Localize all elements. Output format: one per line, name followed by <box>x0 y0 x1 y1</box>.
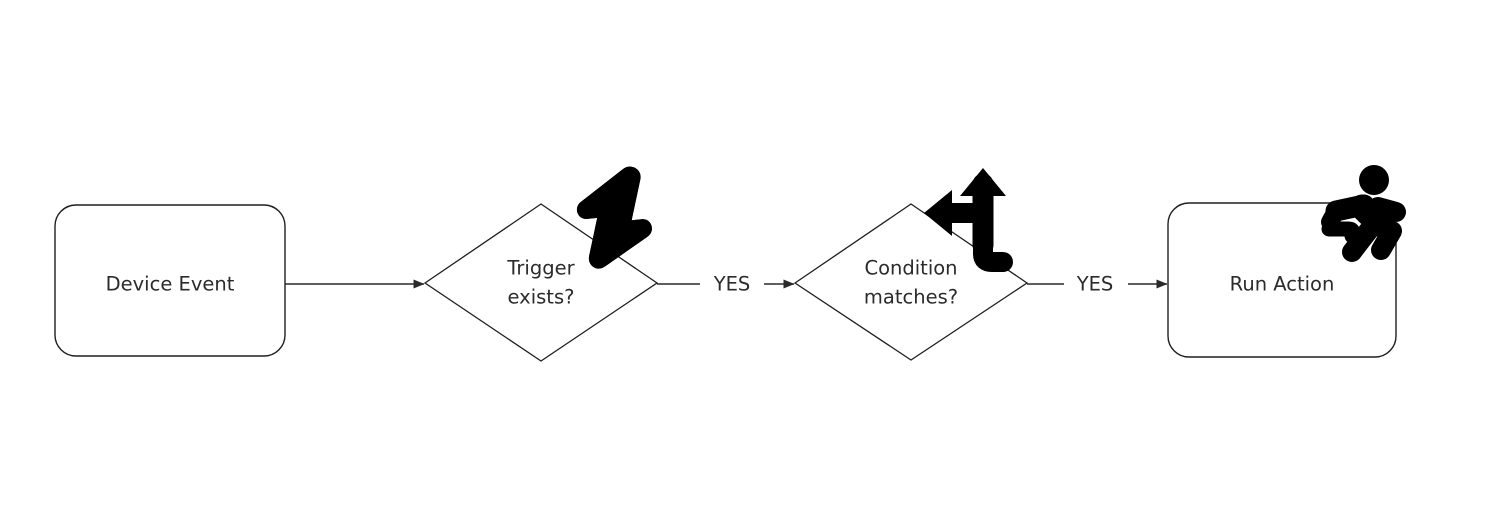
trigger-exists-label-line2: exists? <box>508 286 575 309</box>
edge-3-label-yes: YES <box>1076 273 1114 296</box>
running-person-icon <box>1321 165 1406 262</box>
run-action-box[interactable] <box>1167 202 1397 358</box>
device-event-box[interactable] <box>54 204 286 357</box>
node-trigger-exists[interactable]: Trigger exists? <box>423 165 659 362</box>
device-event-label: Device Event <box>106 273 235 296</box>
lightning-bolt-icon <box>576 166 652 269</box>
condition-matches-label-line1: Condition <box>864 257 957 280</box>
edge-2-label-yes: YES <box>713 273 751 296</box>
condition-matches-diamond[interactable] <box>793 203 1029 361</box>
trigger-exists-label-line1: Trigger <box>506 257 575 280</box>
node-condition-matches[interactable]: Condition matches? <box>793 168 1029 361</box>
trigger-exists-diamond[interactable] <box>423 203 659 362</box>
run-action-label: Run Action <box>1230 273 1335 296</box>
edge-condition-to-action: YES <box>1027 273 1168 296</box>
branch-arrows-icon <box>924 168 1013 272</box>
node-device-event[interactable]: Device Event <box>54 204 286 357</box>
condition-matches-label-line2: matches? <box>864 286 958 309</box>
node-run-action[interactable]: Run Action <box>1167 165 1406 358</box>
edge-trigger-to-condition: YES <box>657 273 795 296</box>
